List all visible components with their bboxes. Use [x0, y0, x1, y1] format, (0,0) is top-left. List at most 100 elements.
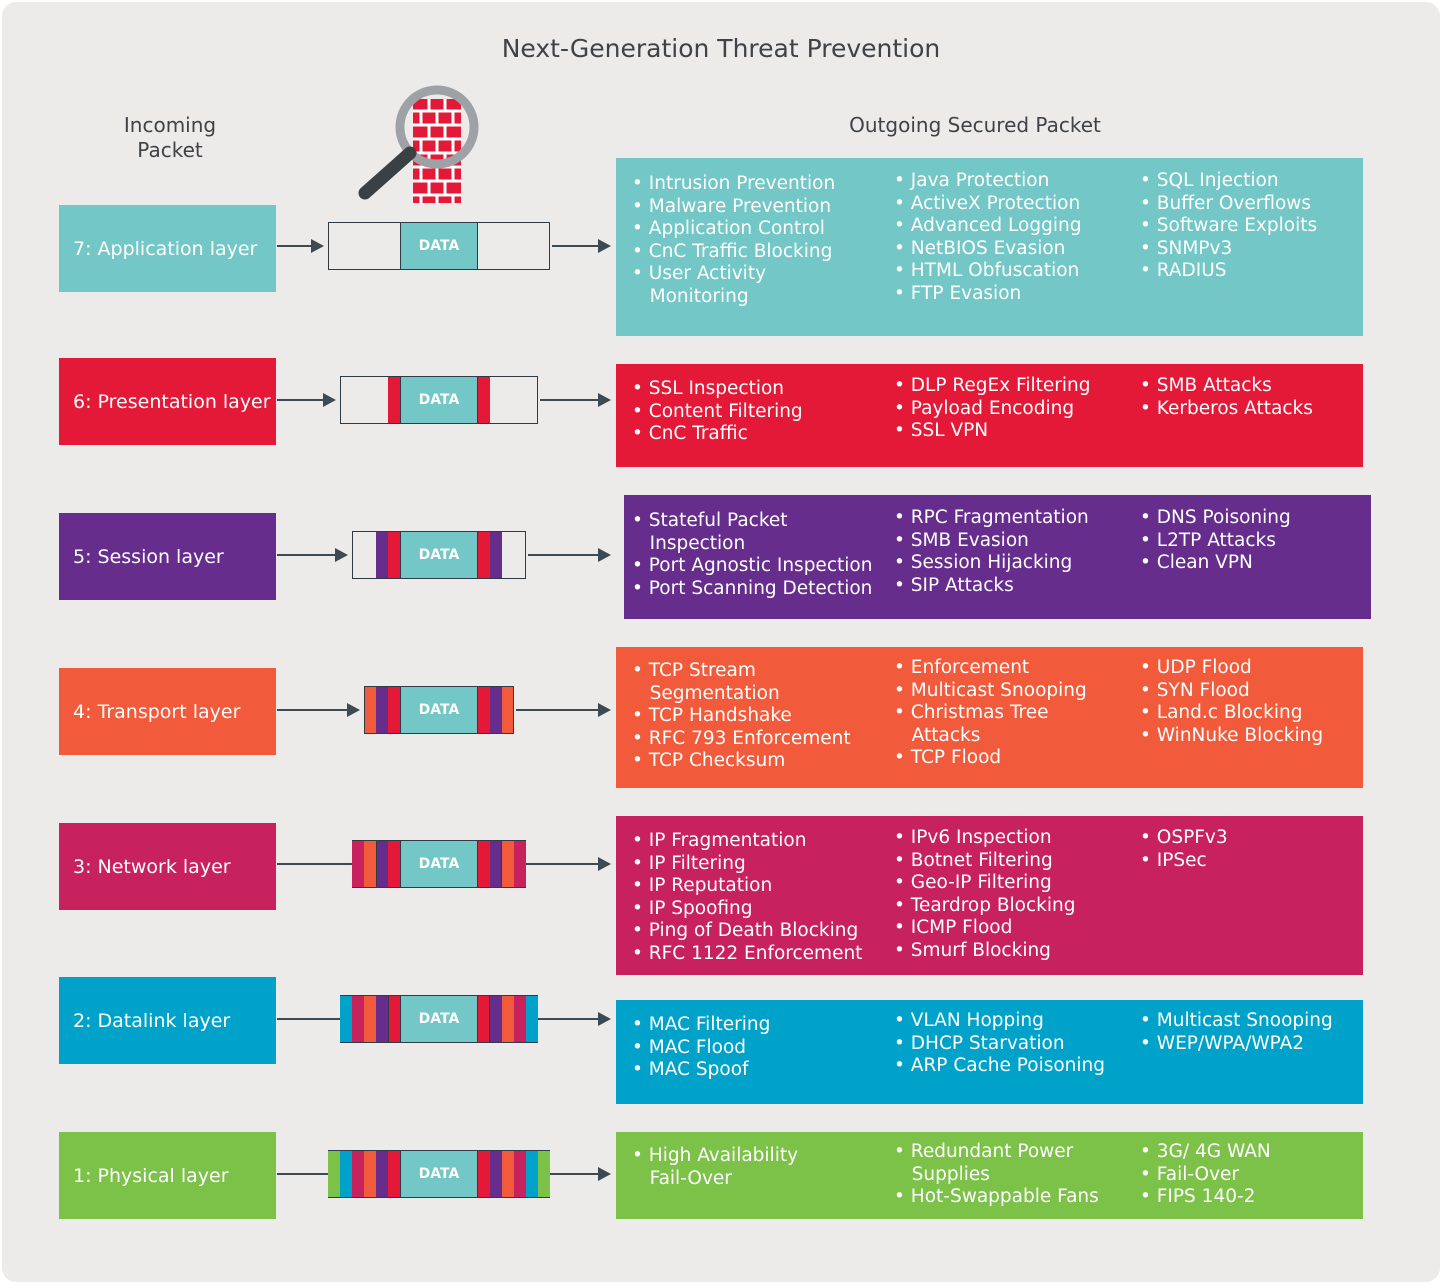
data-packet: DATA — [352, 840, 526, 888]
feature-item: • Port Scanning Detection — [632, 577, 873, 599]
feature-item: • Geo-IP Filtering — [894, 872, 1052, 894]
feature-item: • CnC Traffic — [632, 423, 748, 445]
feature-item: • NetBIOS Evasion — [894, 237, 1066, 259]
packet-header-band — [364, 686, 376, 734]
feature-item: • 3G/ 4G WAN — [1140, 1141, 1271, 1162]
feature-column: • High Availability Fail-Over — [632, 1145, 798, 1190]
protection-panel: • TCP Stream Segmentation• TCP Handshake… — [616, 647, 1363, 788]
arrow-in — [277, 393, 336, 407]
feature-column: • Intrusion Prevention• Malware Preventi… — [632, 173, 835, 309]
protection-panel: • Stateful Packet Inspection• Port Agnos… — [624, 495, 1371, 619]
feature-item: • TCP Handshake — [632, 705, 792, 727]
feature-item: • Intrusion Prevention — [632, 173, 836, 194]
feature-item: • FIPS 140-2 — [1140, 1186, 1256, 1208]
feature-item: • RADIUS — [1140, 260, 1227, 282]
feature-column: • MAC Filtering• MAC Flood• MAC Spoof — [632, 1014, 770, 1082]
feature-item: Inspection — [632, 532, 746, 554]
feature-item: • IP Filtering — [632, 852, 746, 874]
feature-item: • WinNuke Blocking — [1140, 724, 1324, 746]
feature-item: • FTP Evasion — [894, 282, 1022, 304]
feature-item: • Multicast Snooping — [894, 679, 1087, 701]
packet-data-label: DATA — [400, 686, 478, 734]
feature-item: • Advanced Logging — [894, 215, 1082, 237]
packet-header-band — [364, 840, 376, 888]
feature-item: • ICMP Flood — [894, 917, 1013, 939]
packet-data-label: DATA — [400, 1150, 478, 1198]
protection-panel: • MAC Filtering• MAC Flood• MAC Spoof • V… — [616, 1000, 1363, 1104]
feature-item: • VLAN Hopping — [894, 1010, 1044, 1031]
feature-item: • Land.c Blocking — [1140, 702, 1303, 724]
layer-label: 5: Session layer — [59, 513, 276, 600]
packet-trailer-band — [490, 531, 502, 579]
packet-header-band — [388, 686, 400, 734]
data-packet: DATA — [352, 531, 526, 579]
packet-trailer-band — [538, 1150, 550, 1198]
feature-item: • SSL Inspection — [632, 378, 785, 399]
packet-trailer-band — [478, 840, 490, 888]
feature-item: • L2TP Attacks — [1140, 529, 1276, 551]
packet-header-band — [328, 1150, 340, 1198]
layer-label: 7: Application layer — [59, 205, 276, 292]
feature-column: • IP Fragmentation• IP Filtering• IP Rep… — [632, 830, 862, 966]
feature-item: Monitoring — [632, 285, 749, 307]
arrow-out — [552, 239, 611, 253]
firewall-magnifier-icon — [358, 85, 479, 203]
feature-item: • SQL Injection — [1140, 170, 1279, 191]
feature-item: • Multicast Snooping — [1140, 1010, 1333, 1031]
feature-item: Segmentation — [632, 682, 780, 704]
feature-item: • SYN Flood — [1140, 679, 1250, 701]
packet-header-band — [376, 840, 388, 888]
feature-item: • MAC Flood — [632, 1036, 747, 1058]
layer-label: 1: Physical layer — [59, 1132, 276, 1219]
feature-item: • Botnet Filtering — [894, 849, 1053, 871]
packet-header-band — [376, 531, 388, 579]
packet-header-band — [352, 840, 364, 888]
feature-column: • Multicast Snooping• WEP/WPA/WPA2 — [1140, 1010, 1333, 1055]
packet-data-label: DATA — [400, 222, 478, 270]
feature-item: • TCP Flood — [894, 747, 1002, 769]
feature-item: • Application Control — [632, 218, 825, 240]
feature-column: • DNS Poisoning• L2TP Attacks• Clean VPN — [1140, 507, 1291, 575]
arrow-out — [528, 548, 611, 562]
feature-item: • SMB Attacks — [1140, 375, 1272, 396]
feature-item: • SMB Evasion — [894, 529, 1029, 551]
packet-header-band — [388, 1150, 400, 1198]
packet-header-band — [376, 1150, 388, 1198]
packet-header-band — [388, 531, 400, 579]
packet-trailer-band — [502, 686, 514, 734]
feature-column: • Java Protection• ActiveX Protection• A… — [894, 170, 1081, 306]
packet-trailer-band — [478, 531, 490, 579]
feature-item: • RFC 1122 Enforcement — [632, 942, 863, 964]
feature-item: • Redundant Power — [894, 1141, 1074, 1162]
layer-label: 4: Transport layer — [59, 668, 276, 755]
feature-item: • Malware Prevention — [632, 195, 832, 217]
packet-data-label: DATA — [400, 376, 478, 424]
feature-column: • OSPFv3• IPSec — [1140, 827, 1228, 872]
feature-item: • Java Protection — [894, 170, 1050, 191]
feature-item: • Hot-Swappable Fans — [894, 1186, 1099, 1208]
feature-item: • SSL VPN — [894, 420, 989, 442]
packet-trailer-band — [502, 840, 514, 888]
packet-header-band — [352, 1150, 364, 1198]
packet-trailer-band — [490, 840, 502, 888]
feature-item: • Fail-Over — [1140, 1163, 1240, 1185]
packet-trailer-band — [490, 995, 502, 1043]
feature-item: • Software Exploits — [1140, 215, 1318, 237]
feature-column: • IPv6 Inspection• Botnet Filtering• Geo… — [894, 827, 1075, 963]
data-packet: DATA — [340, 376, 538, 424]
packet-header-band — [364, 995, 376, 1043]
packet-trailer-band — [526, 995, 538, 1043]
packet-data-label: DATA — [400, 840, 478, 888]
feature-item: • TCP Stream — [632, 660, 756, 681]
feature-column: • DLP RegEx Filtering• Payload Encoding•… — [894, 375, 1090, 443]
feature-item: • HTML Obfuscation — [894, 260, 1080, 282]
protection-panel: • IP Fragmentation• IP Filtering• IP Rep… — [616, 816, 1363, 975]
feature-column: • RPC Fragmentation• SMB Evasion• Sessio… — [894, 507, 1089, 597]
feature-item: • High Availability — [632, 1145, 799, 1166]
diagram-title: Next-Generation Threat Prevention — [501, 34, 941, 63]
data-packet: DATA — [340, 995, 538, 1043]
data-packet: DATA — [328, 1150, 550, 1198]
feature-item: • Smurf Blocking — [894, 939, 1051, 961]
packet-data-label: DATA — [400, 531, 478, 579]
packet-header-band — [376, 686, 388, 734]
